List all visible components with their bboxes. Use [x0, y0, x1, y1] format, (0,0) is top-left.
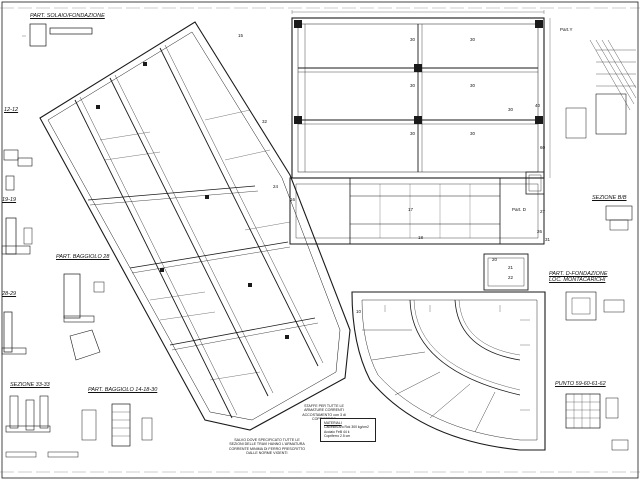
beam-number: 21: [508, 265, 514, 270]
beam-number: 18: [418, 235, 424, 240]
section-label-19-19: 19-19: [2, 197, 17, 203]
beam-number: 22: [508, 275, 514, 280]
wing-cross-beam: [131, 246, 291, 274]
beam-number: 15: [238, 33, 244, 38]
beam-number: 10: [356, 309, 362, 314]
beam-number: 30: [470, 83, 476, 88]
wing-cross-beam: [171, 322, 319, 351]
beam-number: 31: [545, 237, 551, 242]
section-label-part-d: PART. D-FONDAZIONE LOC. MONTACARICHI: [549, 271, 608, 283]
middle-strip: [289, 171, 545, 291]
beam-number: 40: [535, 103, 541, 108]
beam-number: 24: [273, 184, 279, 189]
wing-outline: [39, 21, 351, 431]
wing-cross-beam: [89, 190, 259, 206]
wing-beam: [74, 99, 233, 419]
section-label-33-33: SEZIONE 33-33: [10, 382, 50, 388]
beam-number: 30: [470, 37, 476, 42]
wing-beam: [114, 74, 274, 394]
legend-line: MATERIALI: [324, 421, 342, 425]
wing-cross-beam: [87, 185, 256, 201]
beam-number: 30: [470, 131, 476, 136]
section-label-punto: PUNTO 59-60-61-62: [555, 381, 606, 387]
right-details: [565, 39, 637, 451]
wing-beam: [159, 47, 319, 367]
beam-number: 30: [508, 107, 514, 112]
beam-number: 30: [410, 83, 416, 88]
angled-plan-wing: [39, 21, 351, 431]
lift-box: [483, 253, 529, 291]
wing-beam: [79, 96, 238, 416]
beam-number: 20: [492, 257, 498, 262]
general-note: SALVO DOVE SPECIFICATO TUTTE LE SEZIONI …: [228, 438, 306, 456]
legend-line: Calcestruzzo Rck 300 kg/cm2: [324, 425, 369, 430]
beam-number: 16: [290, 197, 296, 202]
section-label-solaio: PART. SOLAIO/FONDAZIONE: [30, 13, 105, 19]
beam-number: 60: [540, 145, 546, 150]
materials-legend: MATERIALI Calcestruzzo Rck 300 kg/cm2 Ac…: [320, 418, 376, 442]
beam-number: 17: [408, 207, 414, 212]
wing-cross-beam: [129, 241, 289, 269]
section-label-baggiolo-14-18-30: PART. BAGGIOLO 14-18-30: [88, 387, 158, 393]
wing-cross-beam: [169, 317, 316, 346]
beam-number: 26: [537, 229, 543, 234]
left-section-details: [1, 23, 153, 458]
beam-number: 32: [262, 119, 268, 124]
legend-line: Acciaio FeB 44 k: [324, 429, 350, 434]
part-d-marker: Part. D: [512, 207, 527, 212]
wing-inner-outline: [47, 31, 341, 421]
wing-beam: [109, 77, 269, 397]
section-label-baggiolo-28: PART. BAGGIOLO 28: [56, 254, 110, 260]
curved-fan-plan: [351, 291, 546, 451]
beam-number: 30: [410, 37, 416, 42]
wing-beam: [164, 44, 324, 364]
part-y-marker: Part.Y: [560, 27, 573, 32]
fan-outer-arc: [351, 291, 546, 451]
legend-line: Copriferro 2.5 cm: [324, 434, 351, 439]
beam-number: 27: [540, 209, 546, 214]
rebar-grid: [565, 393, 601, 429]
rectangular-plan: [291, 10, 551, 179]
section-label-28-29: 28-29: [2, 291, 17, 297]
beam-number: 30: [410, 131, 416, 136]
section-label-b-b: SEZIONE B/B: [592, 195, 627, 201]
section-label-12-12: 12-12: [4, 107, 19, 113]
